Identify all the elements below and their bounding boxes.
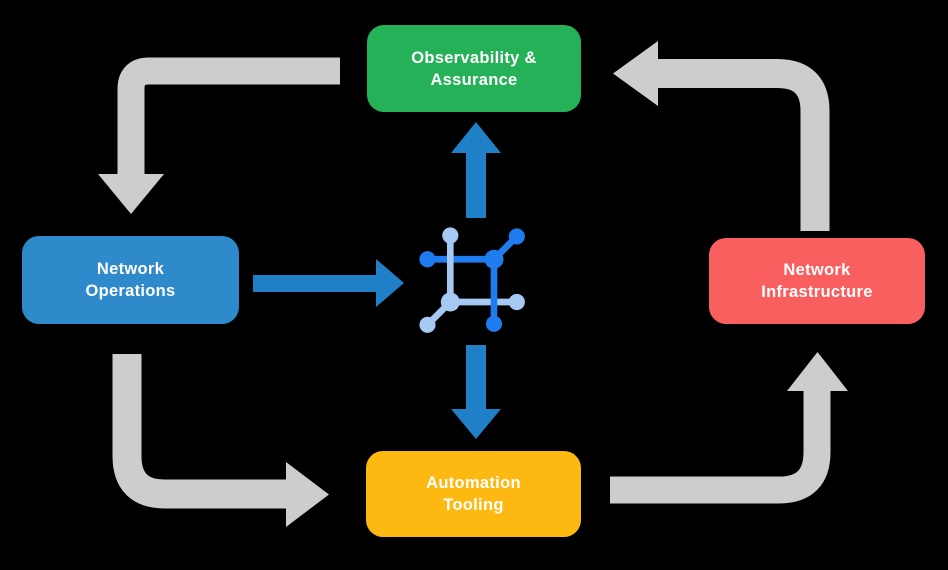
flow-arrow-icon-to-observability	[451, 122, 501, 218]
node-label-line: Operations	[85, 282, 176, 300]
node-observability-assurance: Observability & Assurance	[367, 25, 581, 112]
node-label-line: Tooling	[443, 496, 504, 514]
cycle-arrow-automation-to-infrastructure	[610, 352, 848, 504]
cycle-arrow-infrastructure-to-observability	[613, 41, 830, 231]
node-network-operations: Network Operations	[22, 236, 239, 324]
node-label-line: Infrastructure	[761, 283, 873, 301]
cycle-arrow-operations-to-automation	[112, 354, 329, 527]
node-label-line: Assurance	[430, 70, 518, 89]
node-network-infrastructure: Network Infrastructure	[709, 238, 925, 324]
node-label-line: Network	[783, 261, 851, 279]
flow-arrow-operations-to-icon	[253, 259, 404, 307]
cycle-arrow-observability-to-operations	[98, 57, 340, 214]
flow-arrow-icon-to-automation	[451, 345, 501, 439]
node-label-line: Observability &	[411, 48, 537, 67]
node-automation-tooling: Automation Tooling	[366, 451, 581, 537]
node-label-line: Automation	[426, 474, 521, 492]
node-label-line: Network	[96, 260, 165, 278]
network-fabric-icon	[419, 227, 525, 333]
